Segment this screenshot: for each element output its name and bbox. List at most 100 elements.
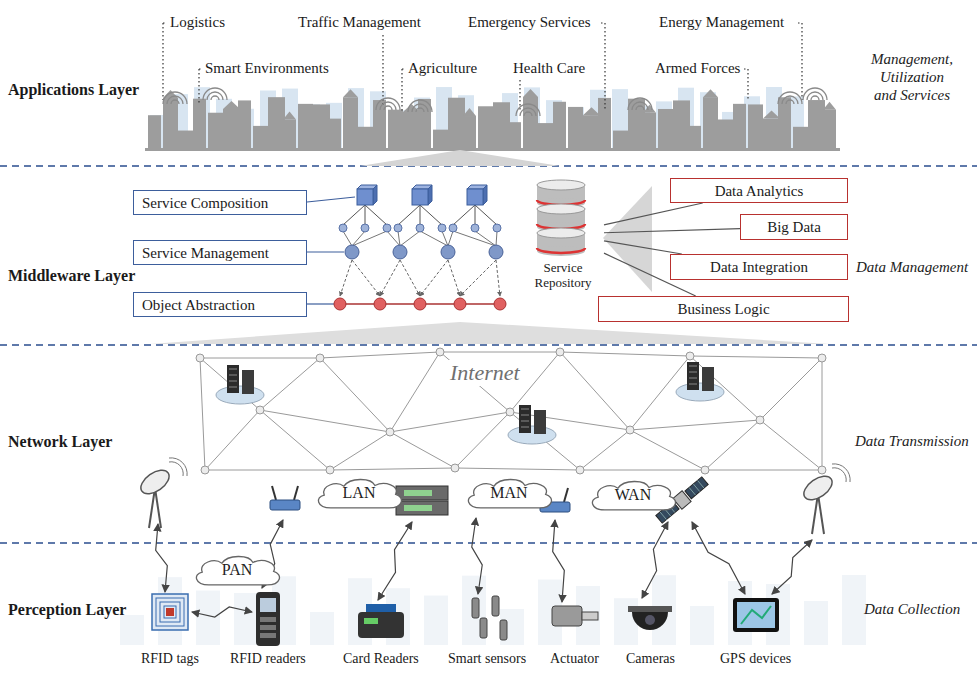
device-icon xyxy=(741,606,771,624)
city-silhouette xyxy=(283,111,296,119)
city-silhouette xyxy=(433,130,448,150)
cloud-server xyxy=(229,375,237,376)
city-silhouette xyxy=(208,113,223,150)
service-tree xyxy=(438,224,446,232)
device-icon xyxy=(480,618,487,638)
service-tree xyxy=(460,260,496,296)
wifi-symbol xyxy=(408,100,432,112)
city-silhouette xyxy=(538,123,555,150)
internet-mesh xyxy=(701,466,709,474)
leader-line xyxy=(798,22,802,23)
internet-mesh xyxy=(205,410,260,470)
city-silhouette xyxy=(733,104,746,150)
wireless-link xyxy=(156,524,168,592)
cloud-server xyxy=(229,387,237,388)
database-icon xyxy=(537,246,585,256)
device-icon xyxy=(156,598,184,626)
internet-mesh xyxy=(510,412,630,430)
layer-separator xyxy=(0,542,977,544)
city-silhouette xyxy=(508,122,521,150)
router xyxy=(294,486,298,500)
satellite xyxy=(689,487,695,495)
city-silhouette xyxy=(643,105,656,113)
data-box: Data Integration xyxy=(670,254,848,280)
service-tree xyxy=(494,298,506,310)
node-text: WAN xyxy=(586,485,680,505)
internet-mesh xyxy=(260,410,330,470)
city-silhouette xyxy=(658,109,673,150)
city-silhouette xyxy=(778,97,791,150)
city-silhouette xyxy=(178,131,195,150)
service-tree xyxy=(420,205,421,225)
device-icon xyxy=(645,615,655,625)
device-icon xyxy=(152,594,188,630)
database: Service Repository xyxy=(522,176,604,292)
internet-mesh xyxy=(436,348,444,356)
connector-line xyxy=(604,203,703,225)
wifi-symbol xyxy=(807,92,823,100)
city-silhouette xyxy=(268,97,285,150)
application-label: Agriculture xyxy=(408,59,477,77)
service-tree xyxy=(496,231,497,246)
service-tree xyxy=(453,205,475,225)
service-tree xyxy=(352,231,387,246)
leader-line xyxy=(801,23,802,100)
city-silhouette xyxy=(808,100,825,150)
skyline-faint xyxy=(234,593,258,645)
service-tree xyxy=(467,189,483,205)
wireless-link xyxy=(692,522,745,594)
satellite xyxy=(693,484,699,492)
flow-funnel xyxy=(603,186,652,292)
service-tree xyxy=(393,245,407,259)
internet-mesh xyxy=(705,470,822,471)
cloud-server xyxy=(689,384,697,385)
leader-line xyxy=(747,69,748,100)
cloud-server xyxy=(519,405,531,433)
city-silhouette xyxy=(688,126,701,150)
application-label: Emergency Services xyxy=(468,13,591,31)
application-label: Energy Management xyxy=(659,13,784,31)
device-icon xyxy=(166,608,174,616)
network-label: Internet xyxy=(446,360,524,386)
wifi-symbol xyxy=(380,102,396,110)
internet-mesh xyxy=(256,406,264,414)
device-label: Actuator xyxy=(550,651,599,668)
city-silhouette xyxy=(823,102,836,110)
device-icon xyxy=(552,606,582,626)
skyline-back xyxy=(524,87,540,150)
service-tree xyxy=(448,231,453,246)
skyline-faint xyxy=(614,598,638,645)
device-icon xyxy=(500,620,507,640)
application-label: Health Care xyxy=(513,59,585,77)
network-cloud: WAN xyxy=(586,478,680,512)
internet-mesh xyxy=(760,420,822,470)
skyline-faint xyxy=(842,575,866,645)
internet-mesh xyxy=(320,358,390,432)
node-text: Data Analytics xyxy=(707,182,812,200)
service-tree xyxy=(449,224,457,232)
internet-mesh xyxy=(705,420,760,470)
city-silhouette xyxy=(343,97,358,150)
node-text: PAN xyxy=(190,560,284,580)
wifi-symbol xyxy=(416,108,424,112)
city-silhouette xyxy=(673,100,690,150)
skyline-faint xyxy=(310,612,334,645)
skyline-faint xyxy=(196,591,220,645)
leader-line xyxy=(199,68,202,69)
node-text: MAN xyxy=(462,483,556,503)
service-tree xyxy=(475,205,476,225)
application-label: Armed Forces xyxy=(655,59,740,77)
internet-mesh xyxy=(560,352,690,356)
city-silhouette xyxy=(223,101,240,109)
leader-line xyxy=(601,22,605,23)
internet-mesh xyxy=(390,432,455,468)
service-box: Service Management xyxy=(133,240,307,265)
layer-function: Management, Utilization and Services xyxy=(868,50,956,104)
city-silhouette xyxy=(463,108,476,116)
service-tree xyxy=(493,224,501,232)
city-silhouette xyxy=(145,89,840,151)
satellite xyxy=(660,512,666,520)
satellite-dish xyxy=(832,464,850,482)
device-icon xyxy=(582,612,598,620)
internet-mesh xyxy=(506,408,514,416)
